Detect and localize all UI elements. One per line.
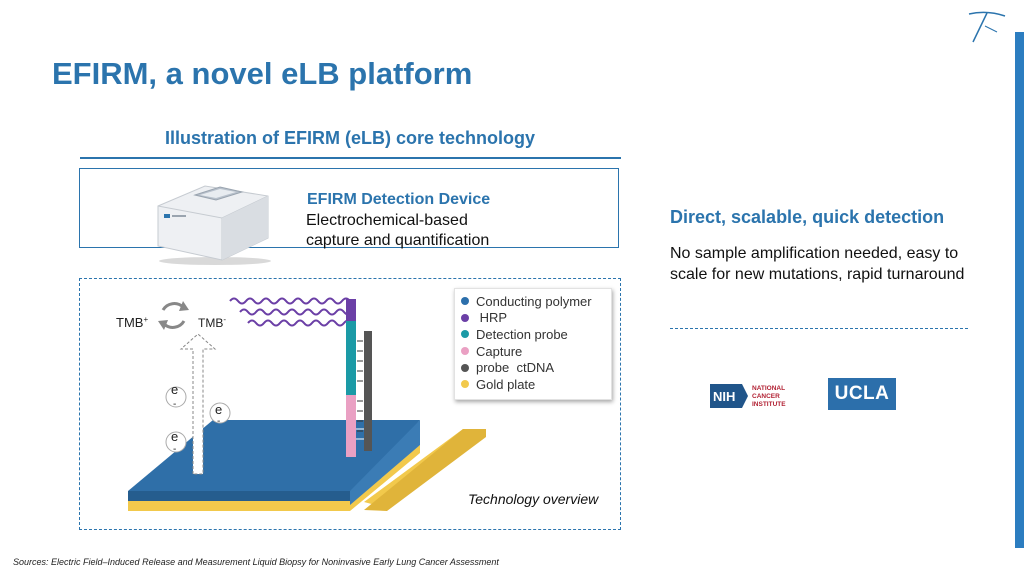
hrp-chains [229, 297, 353, 327]
electron-3: e - [165, 429, 187, 455]
nih-nci-logo: NIH NATIONAL CANCER INSTITUTE [710, 384, 786, 408]
right-panel-description: No sample amplification needed, easy to … [670, 243, 964, 285]
svg-text:INSTITUTE: INSTITUTE [752, 401, 786, 408]
device-title: EFIRM Detection Device [307, 191, 491, 208]
device-box [79, 168, 619, 248]
capture-probe-strand [346, 395, 356, 457]
plate-front-edge [128, 491, 350, 501]
corner-brand-logo [968, 11, 1006, 43]
legend-label: probe ctDNA [476, 360, 555, 376]
legend-dot-detection-probe [461, 330, 469, 339]
legend-dot-gold-plate [461, 380, 469, 389]
right-desc-line1: No sample amplification needed, easy to [670, 245, 959, 262]
probe-rungs [356, 338, 364, 440]
legend-item: Gold plate [461, 376, 611, 393]
right-panel-heading: Direct, scalable, quick detection [670, 207, 945, 227]
svg-text:e: e [171, 382, 178, 397]
legend-item: Capture [461, 343, 611, 360]
device-description: Electrochemical-based capture and quanti… [306, 211, 536, 251]
svg-text:-: - [173, 399, 176, 410]
electron-transfer-arrow [179, 333, 217, 475]
svg-text:NATIONAL: NATIONAL [752, 385, 785, 392]
legend-item: Conducting polymer [461, 293, 611, 310]
tmb-plus-label: TMB+ [116, 315, 148, 330]
right-desc-line2: scale for new mutations, rapid turnaroun… [670, 266, 965, 283]
probe-rung-marks [357, 340, 363, 432]
ucla-logo: UCLA [828, 378, 896, 410]
legend-dot-capture [461, 347, 469, 356]
legend-item: HRP [461, 310, 611, 327]
svg-text:e: e [215, 402, 222, 417]
legend-dot-conducting-polymer [461, 297, 469, 306]
legend: Conducting polymer HRP Detection probe C… [454, 288, 612, 400]
legend-item: probe ctDNA [461, 359, 611, 376]
ctdna-strand [364, 331, 372, 451]
electron-2: e - [209, 402, 231, 427]
plate-gold-underlayer [128, 445, 420, 511]
efirm-technology-diagram: TMB+ TMB- e - e - e - [116, 297, 486, 511]
device-desc-line1: Electrochemical-based [306, 212, 468, 229]
tmb-minus-label: TMB- [198, 315, 226, 330]
legend-label: Gold plate [476, 376, 536, 392]
electron-1: e - [165, 382, 187, 410]
svg-text:e: e [171, 429, 178, 444]
hrp-block [346, 299, 356, 321]
right-panel-divider [670, 328, 968, 329]
legend-label: Detection probe [476, 326, 568, 342]
gold-plate-right [364, 429, 486, 511]
svg-text:-: - [173, 444, 176, 455]
sources-footnote: Sources: Electric Field–Induced Release … [13, 557, 499, 567]
legend-label: Capture [476, 343, 523, 359]
page-title: EFIRM, a novel eLB platform [52, 56, 473, 91]
legend-label: HRP [476, 310, 508, 326]
right-accent-bar [1015, 32, 1024, 548]
legend-dot-hrp [461, 313, 469, 322]
legend-dot-ctdna [461, 363, 469, 372]
legend-item: Detection probe [461, 326, 611, 343]
device-desc-line2: capture and quantification [306, 232, 490, 249]
technology-overview-box [79, 278, 621, 530]
technology-overview-caption: Technology overview [468, 491, 599, 507]
plate-right-edge [350, 420, 420, 505]
legend-label: Conducting polymer [476, 293, 592, 309]
svg-text:NIH: NIH [713, 389, 735, 404]
tmb-cycle-arrowhead-top [179, 301, 189, 311]
section-heading: Illustration of EFIRM (eLB) core technol… [164, 128, 535, 148]
tmb-cycle-arrowhead-bottom [158, 320, 168, 330]
efirm-device-image [157, 185, 271, 265]
heading-rule [80, 157, 621, 159]
svg-text:CANCER: CANCER [752, 393, 780, 400]
detection-probe-strand [346, 321, 356, 395]
svg-text:-: - [217, 416, 220, 427]
